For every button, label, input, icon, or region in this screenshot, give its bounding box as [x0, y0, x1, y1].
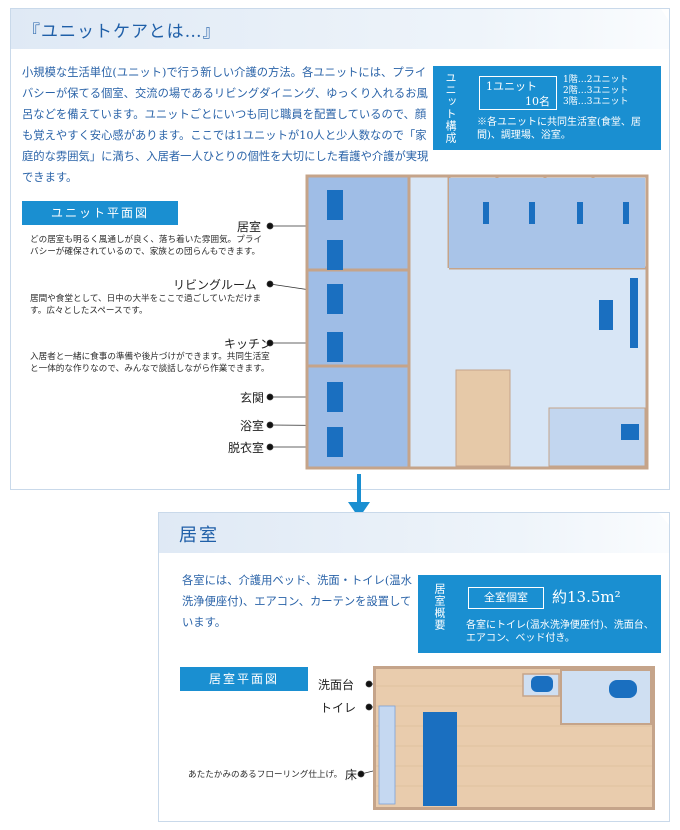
unit-capacity-box: 1ユニット 10名: [479, 76, 557, 110]
floor-2: 2階…3ユニット: [563, 86, 629, 96]
unit-composition-heading: ユニット構成: [444, 72, 457, 144]
room-type-box: 全室個室: [468, 587, 544, 609]
room-desc: どの居室も明るく風通しが良く、落ち着いた雰囲気。プライバシーが確保されているので…: [30, 235, 263, 257]
room-section-desc: 各室には、介護用ベッド、洗面・トイレ(温水洗浄便座付)、エアコン、カーテンを設置…: [182, 574, 412, 629]
unit-note: ※各ユニットに共同生活室(食堂、居間)、調理場、浴室。: [477, 117, 641, 141]
floor-1: 1階…2ユニット: [563, 75, 629, 85]
unit-plan-pill: ユニット平面図: [22, 201, 178, 225]
room-plan-pill: 居室平面図: [180, 667, 308, 691]
room-floor-plan: [373, 666, 655, 810]
living-desc: 居間や食堂として、日中の大半をここで過ごしていただけます。広々としたスペースです…: [30, 294, 262, 316]
room-section-title: 居室: [179, 525, 219, 546]
unit-line1: 1ユニット: [486, 80, 537, 93]
room-summary-heading: 居室概要: [433, 583, 446, 631]
label-kitchen: キッチン: [224, 337, 273, 351]
room-size: 約13.5m²: [552, 588, 621, 606]
unit-line2: 10名: [525, 95, 550, 108]
label-room: 居室: [237, 220, 262, 234]
room-summary-box: 居室概要 全室個室 約13.5m² 各室にトイレ(温水洗浄便座付)、洗面台、エア…: [418, 575, 661, 653]
label-living: リビングルーム: [173, 278, 257, 292]
down-arrow-icon: [348, 474, 370, 518]
intro-text: 小規模な生活単位(ユニット)で行う新しい介護の方法。各ユニットには、プライバシー…: [22, 66, 429, 184]
label-sink: 洗面台: [318, 678, 355, 692]
unit-floor-plan: [305, 174, 649, 470]
section-header: 『ユニットケアとは…』: [11, 9, 669, 49]
room-section-header: 居室: [159, 513, 669, 553]
floor-list: 1階…2ユニット 2階…3ユニット 3階…3ユニット: [563, 75, 628, 108]
unit-composition-box: ユニット構成 1ユニット 10名 1階…2ユニット 2階…3ユニット 3階…3ユ…: [433, 66, 661, 150]
label-floor-note: あたたかみのあるフローリング仕上げ。: [188, 770, 343, 780]
label-bath: 浴室: [240, 419, 265, 433]
kitchen-desc: 入居者と一緒に食事の準備や後片づけができます。共同生活室と一体的な作りなので、み…: [30, 352, 270, 374]
room-summary-note: 各室にトイレ(温水洗浄便座付)、洗面台、エアコン、ベッド付き。: [466, 620, 654, 644]
label-toilet: トイレ: [320, 701, 357, 715]
label-entrance: 玄関: [240, 391, 265, 405]
section-title: 『ユニットケアとは…』: [23, 22, 221, 42]
label-dressing: 脱衣室: [228, 441, 265, 455]
floor-3: 3階…3ユニット: [563, 97, 629, 107]
label-floor: 床: [345, 768, 358, 782]
